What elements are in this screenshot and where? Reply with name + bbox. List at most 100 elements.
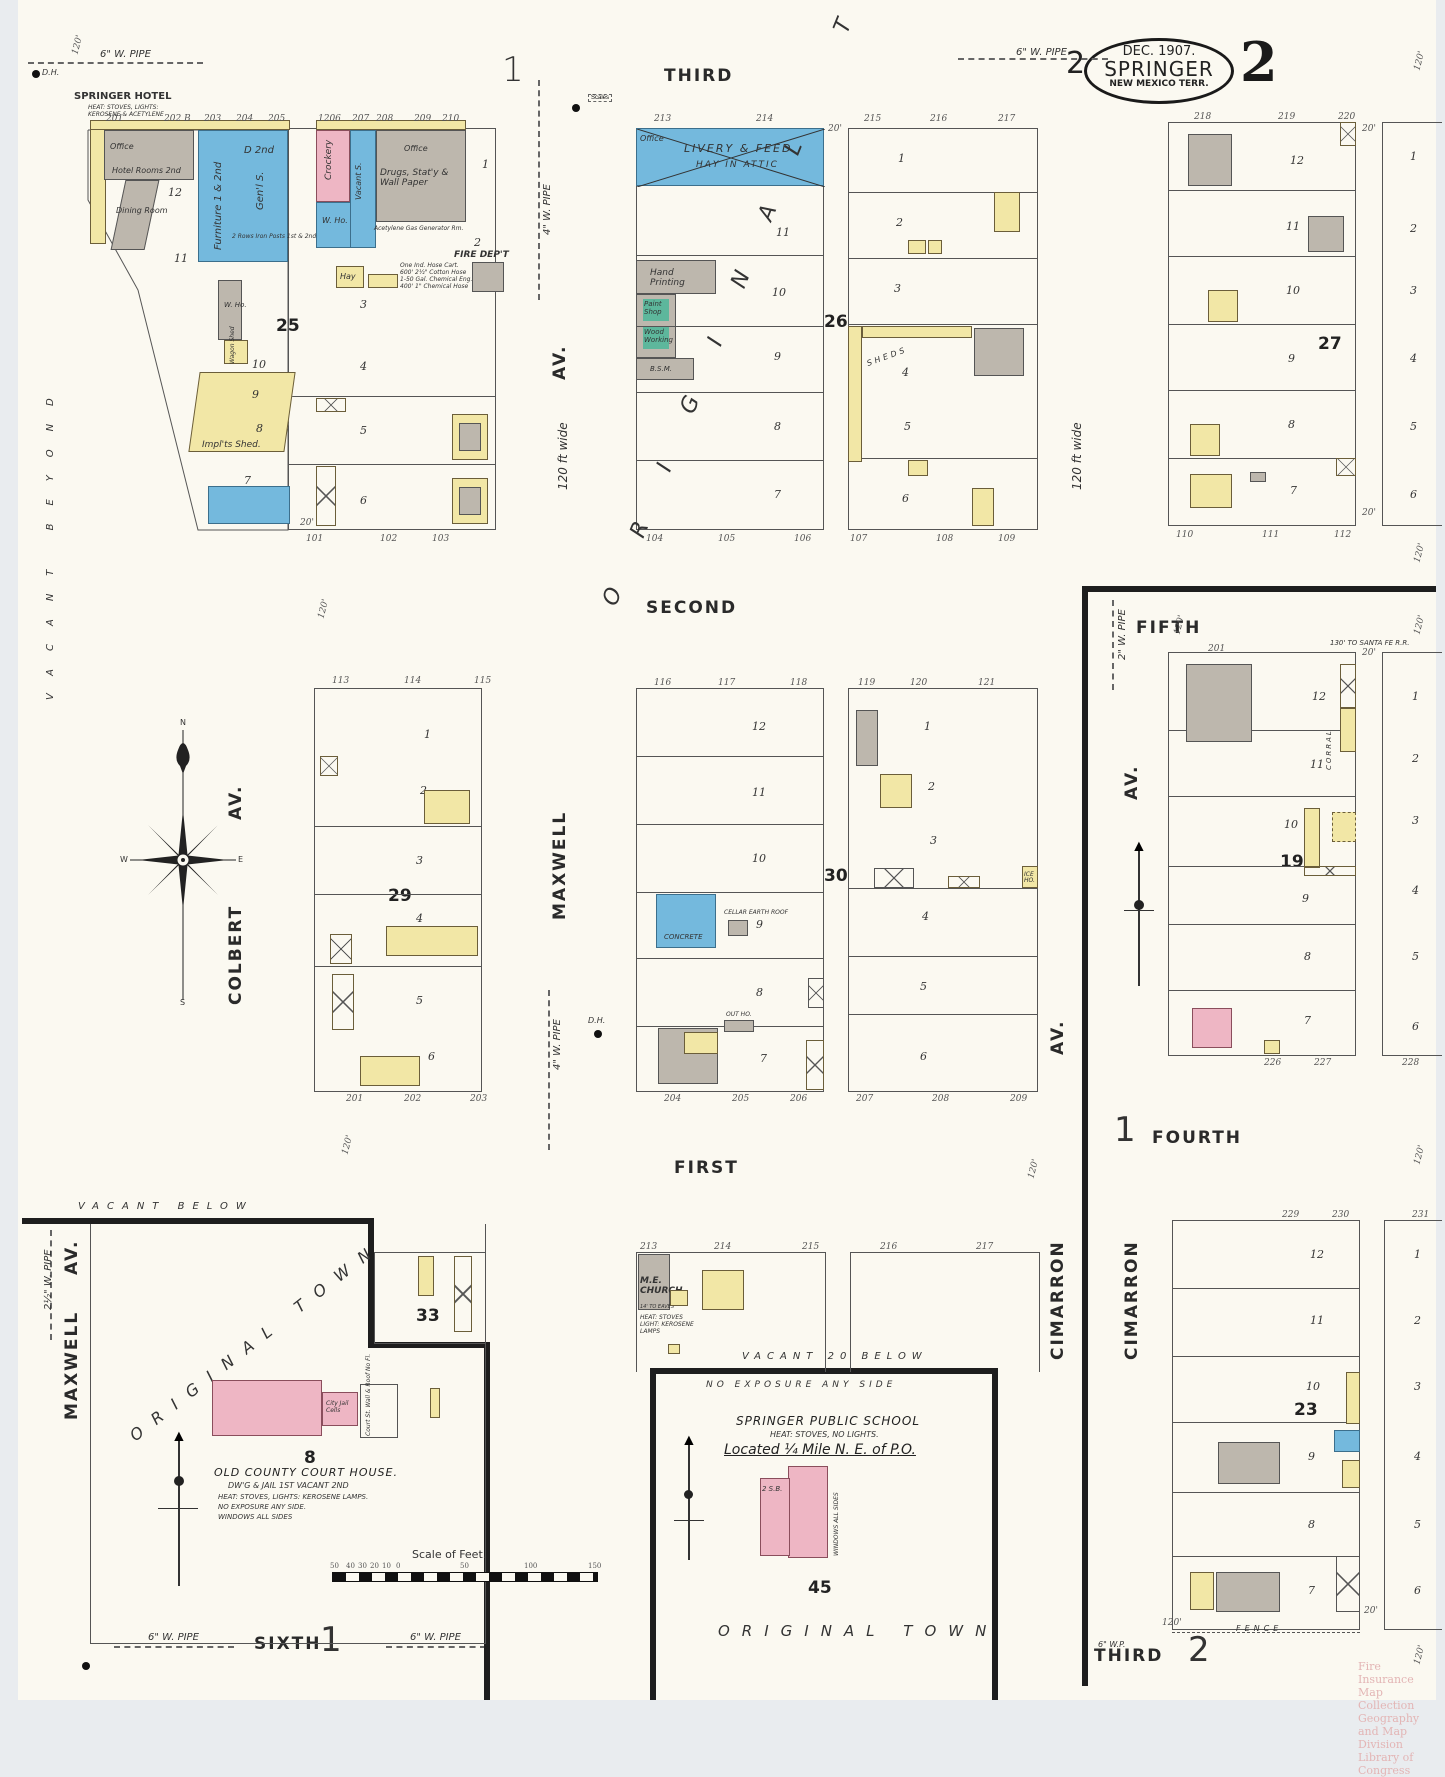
livery-sub-label: HAY IN ATTIC	[696, 160, 779, 170]
lot-number: 1	[898, 152, 905, 165]
block-number-33: 33	[416, 1306, 440, 1326]
original-town-school: ORIGINAL TOWN	[718, 1622, 999, 1640]
house-number: 208	[376, 114, 394, 124]
house-number: 201	[1208, 644, 1226, 654]
lot-number: 2	[1410, 222, 1417, 235]
lot-number: 8	[1288, 418, 1295, 431]
compass-w: W	[120, 855, 128, 864]
outbuilding	[670, 1290, 688, 1306]
street-cimarron-mid: CIMARRON	[1048, 1240, 1068, 1360]
lot-number: 7	[760, 1052, 767, 1065]
santa-fe-note: 130' TO SANTA FE R.R.	[1330, 639, 1410, 647]
dwelling-grey	[1188, 134, 1232, 186]
lot-number: 10	[1306, 1380, 1320, 1393]
shed	[806, 1040, 824, 1090]
dim-label: 20'	[300, 518, 314, 528]
lot-line	[848, 258, 1038, 259]
shed	[874, 868, 914, 888]
lot-line	[1168, 190, 1356, 191]
outhouse-label: OUT HO.	[726, 1011, 752, 1018]
gen-store-posts: 2 Rows Iron Posts 1st & 2nd	[232, 233, 317, 240]
lot-number: 12	[168, 186, 182, 199]
north-arrow-line	[178, 1436, 180, 1586]
hydrant-label: D.H.	[588, 1016, 606, 1025]
water-pipe-top-right	[958, 58, 1108, 60]
shed	[1336, 1556, 1360, 1612]
house-number: 118	[790, 678, 808, 688]
block-33	[374, 1252, 486, 1344]
city-jail-cells	[322, 1392, 358, 1426]
street-maxwell-left-av: AV.	[62, 1239, 82, 1275]
fire-dept-building	[472, 262, 504, 292]
lot-number: 4	[1414, 1450, 1421, 1463]
house-number: 109	[998, 534, 1016, 544]
street-third-top: THIRD	[664, 66, 734, 86]
outbuilding	[1332, 812, 1356, 842]
shed	[316, 466, 336, 526]
lot-number: 3	[1414, 1380, 1421, 1393]
house-number: 113	[332, 676, 350, 686]
scale-tick: 100	[524, 1562, 538, 1570]
lot-number: 4	[1410, 352, 1417, 365]
cellar-label: CELLAR EARTH ROOF	[724, 909, 789, 916]
scale-title: Scale of Feet.	[412, 1548, 487, 1561]
compass-s: S	[180, 998, 186, 1007]
house-number: 226	[1264, 1058, 1282, 1068]
street-maxwell-left: MAXWELL	[62, 1310, 82, 1420]
school-notes: HEAT: STOVES, NO LIGHTS.	[770, 1430, 879, 1439]
street-cimarron-right: CIMARRON	[1122, 1240, 1142, 1360]
block-25-west-outline	[87, 129, 289, 531]
furniture-label: Furniture 1 & 2nd	[213, 161, 224, 250]
water-pipe-sixth-left	[114, 1646, 234, 1648]
lot-line	[1172, 1422, 1360, 1423]
house-number: 120	[910, 678, 928, 688]
lot-number: 1	[424, 728, 431, 741]
lot-number: 12	[1310, 1248, 1324, 1261]
pipe-label-sixth-left: 6" W. PIPE	[148, 1632, 199, 1643]
lot-number: 5	[920, 980, 927, 993]
lot-number: 8	[756, 986, 763, 999]
scale-tick: 50	[330, 1562, 339, 1570]
vacant-label: Vacant S.	[354, 162, 363, 200]
house-number: 228	[1402, 1058, 1420, 1068]
block-number-30: 30	[824, 866, 848, 886]
shed	[454, 1256, 472, 1332]
pipe-label-top-right: 6" W. PIPE	[1016, 47, 1067, 58]
lot-number: 5	[904, 420, 911, 433]
paint-shop-label: Paint Shop	[644, 300, 662, 316]
corral-label: CORRAL	[1325, 729, 1333, 770]
lot-number: 2	[1412, 752, 1419, 765]
house-number: 119	[858, 678, 876, 688]
pipe-label-maxwell-top: 4" W. PIPE	[542, 184, 553, 235]
ice-house-label: ICE HO.	[1024, 871, 1035, 884]
dim-label: 120'	[340, 1134, 356, 1156]
gen-store-dwelling: D 2nd	[244, 145, 274, 156]
water-pipe-sixth	[386, 1646, 486, 1648]
lot-number: 6	[1414, 1584, 1421, 1597]
lot-number: 11	[1310, 758, 1324, 771]
house-number: 203	[204, 114, 222, 124]
boundary-line-fifth	[1082, 586, 1436, 592]
house-number: 201	[106, 114, 124, 124]
lot-line	[1172, 1556, 1360, 1557]
springer-hotel-notes: HEAT: STOVES, LIGHTS: KEROSENE & ACETYLE…	[88, 104, 164, 118]
lot-line	[636, 958, 824, 959]
lot-number: 9	[756, 918, 763, 931]
dwelling-porch	[1190, 1572, 1214, 1610]
lot-line	[1168, 796, 1356, 797]
outbuilding	[368, 274, 398, 288]
lot-number: 1	[1412, 690, 1419, 703]
dim-label: 20'	[828, 124, 842, 134]
house-number: 216	[930, 114, 948, 124]
lot-number: 11	[1310, 1314, 1324, 1327]
lot-number: 8	[1308, 1518, 1315, 1531]
dwelling-grey	[1218, 1442, 1280, 1484]
wagon-shed-label: Wagon Shed	[229, 326, 236, 364]
compass-n: N	[180, 718, 186, 727]
lot-number: 2	[928, 780, 935, 793]
house-number: 106	[794, 534, 812, 544]
acetylene-room-label: Acetylene Gas Generator Rm.	[374, 225, 464, 232]
lot-number: 2	[474, 236, 481, 249]
block-45-top-west	[636, 1252, 826, 1372]
outhouse-blue	[1334, 1430, 1360, 1452]
